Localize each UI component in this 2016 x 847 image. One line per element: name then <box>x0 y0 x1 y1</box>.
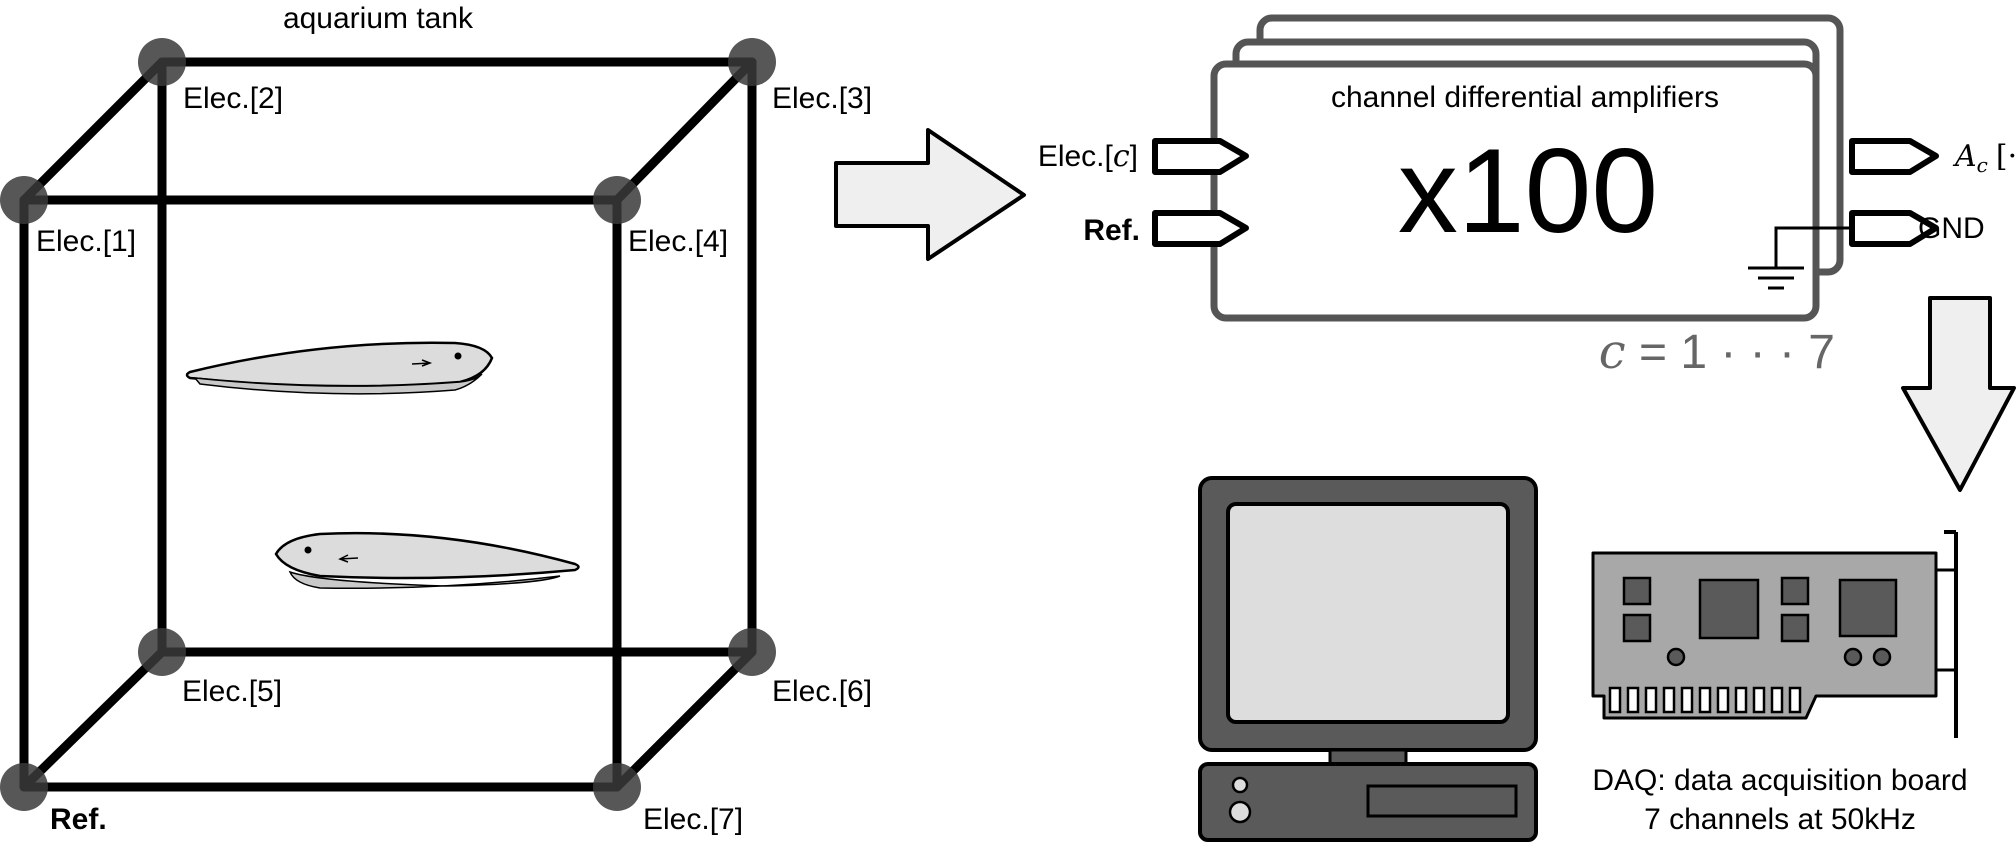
monitor-stand <box>1328 748 1408 766</box>
electrode-label-7: Elec.[7] <box>643 803 743 836</box>
daq-connector <box>1934 568 1958 672</box>
input-elec-label: Elec.[c] <box>1038 139 1138 174</box>
daq-edge-pins <box>1608 686 1802 714</box>
computer <box>1198 476 1538 842</box>
amplifier-stack: channel differential amplifiers x100 Ele… <box>1038 14 2016 380</box>
electrode-dot-ref <box>0 763 48 811</box>
fish-illustration-lower <box>274 531 580 589</box>
ground-symbol <box>1748 226 1852 290</box>
tank-back-face <box>157 57 757 657</box>
flow-arrow-right <box>834 128 1026 261</box>
output-port-gnd <box>1849 210 1939 247</box>
electrode-label-2: Elec.[2] <box>183 82 283 115</box>
output-port-signal <box>1849 138 1939 175</box>
amplifier-gain: x100 <box>1398 124 1658 258</box>
electrode-dot-6 <box>728 628 776 676</box>
daq-chips <box>1622 576 1898 643</box>
electrode-dot-2 <box>138 38 186 86</box>
input-port-ref <box>1152 210 1249 247</box>
amplifier-title: channel differential amplifiers <box>1331 81 1719 114</box>
fish-illustration-upper <box>185 341 494 395</box>
tank-front-face <box>19 195 622 792</box>
daq-board: DAQ: data acquisition board 7 channels a… <box>1591 530 1968 836</box>
channel-range-label: c = 1 · · · 7 <box>1599 324 1835 380</box>
disk-drive-slot <box>1366 784 1518 818</box>
electrode-label-ref: Ref. <box>50 803 107 836</box>
electrode-dot-3 <box>728 38 776 86</box>
input-ref-label: Ref. <box>1083 214 1140 247</box>
daq-caption-line2: 7 channels at 50kHz <box>1644 803 1916 836</box>
electrode-label-5: Elec.[5] <box>182 675 282 708</box>
aquarium-tank: aquarium tank Elec.[2] Ele <box>0 2 872 836</box>
electrode-dot-5 <box>138 628 186 676</box>
electrode-label-4: Elec.[4] <box>628 225 728 258</box>
power-button <box>1228 800 1252 824</box>
output-gnd-label: GND <box>1918 212 1985 245</box>
flow-arrow-down <box>1901 296 2016 492</box>
monitor-screen <box>1226 502 1510 724</box>
input-port-elec <box>1152 138 1249 175</box>
electrode-dot-7 <box>593 763 641 811</box>
daq-capacitors <box>1666 647 1892 667</box>
electrode-dot-1 <box>0 176 48 224</box>
amplifier-panel <box>1210 60 1820 322</box>
electrode-label-6: Elec.[6] <box>772 675 872 708</box>
electrode-label-1: Elec.[1] <box>36 225 136 258</box>
electrode-dots <box>0 38 776 811</box>
tank-title: aquarium tank <box>283 2 474 35</box>
tank-depth-edges <box>19 57 757 792</box>
daq-caption-line1: DAQ: data acquisition board <box>1592 764 1967 797</box>
power-led <box>1231 776 1249 794</box>
electrode-label-3: Elec.[3] <box>772 82 872 115</box>
output-signal-label: Ac[·] <box>1952 139 2016 177</box>
electrode-dot-4 <box>593 176 641 224</box>
